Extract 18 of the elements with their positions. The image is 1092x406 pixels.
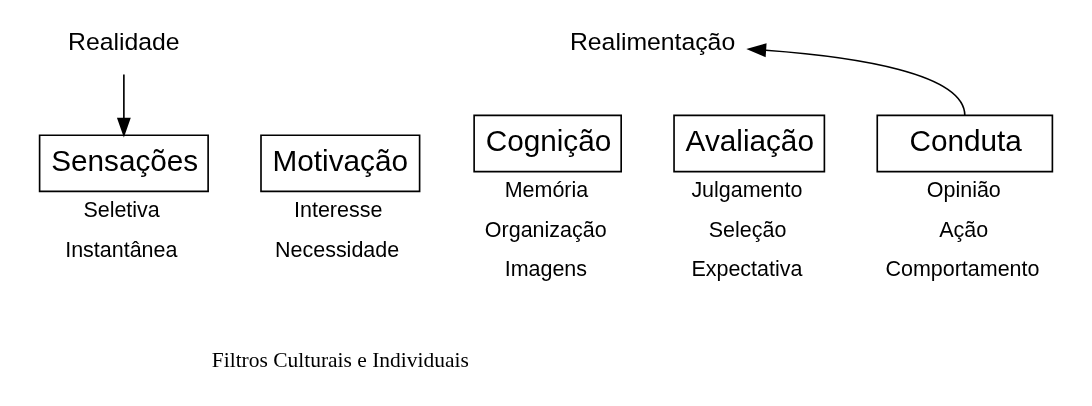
node-label: Expectativa — [691, 257, 803, 282]
node-label: Ação — [939, 217, 989, 242]
node-label: Julgamento — [691, 178, 803, 203]
node-text: Realimentação — [569, 28, 736, 56]
node-label: Imagens — [504, 257, 588, 282]
node-label: Memória — [504, 178, 589, 203]
node-label: Necessidade — [275, 237, 400, 262]
arrow — [746, 43, 966, 117]
label: Filtros Culturais e Individuais — [211, 348, 469, 373]
node-label: Organização — [484, 217, 607, 242]
node-label: Seletiva — [83, 197, 160, 222]
node-label: Instantânea — [65, 237, 178, 262]
node-label: Interesse — [294, 197, 383, 222]
node-label: Comportamento — [885, 257, 1040, 282]
arrow — [116, 73, 131, 138]
node-label: Opinião — [926, 178, 1001, 203]
node-label: Seleção — [708, 217, 787, 242]
node-text: Realidade — [68, 28, 180, 56]
